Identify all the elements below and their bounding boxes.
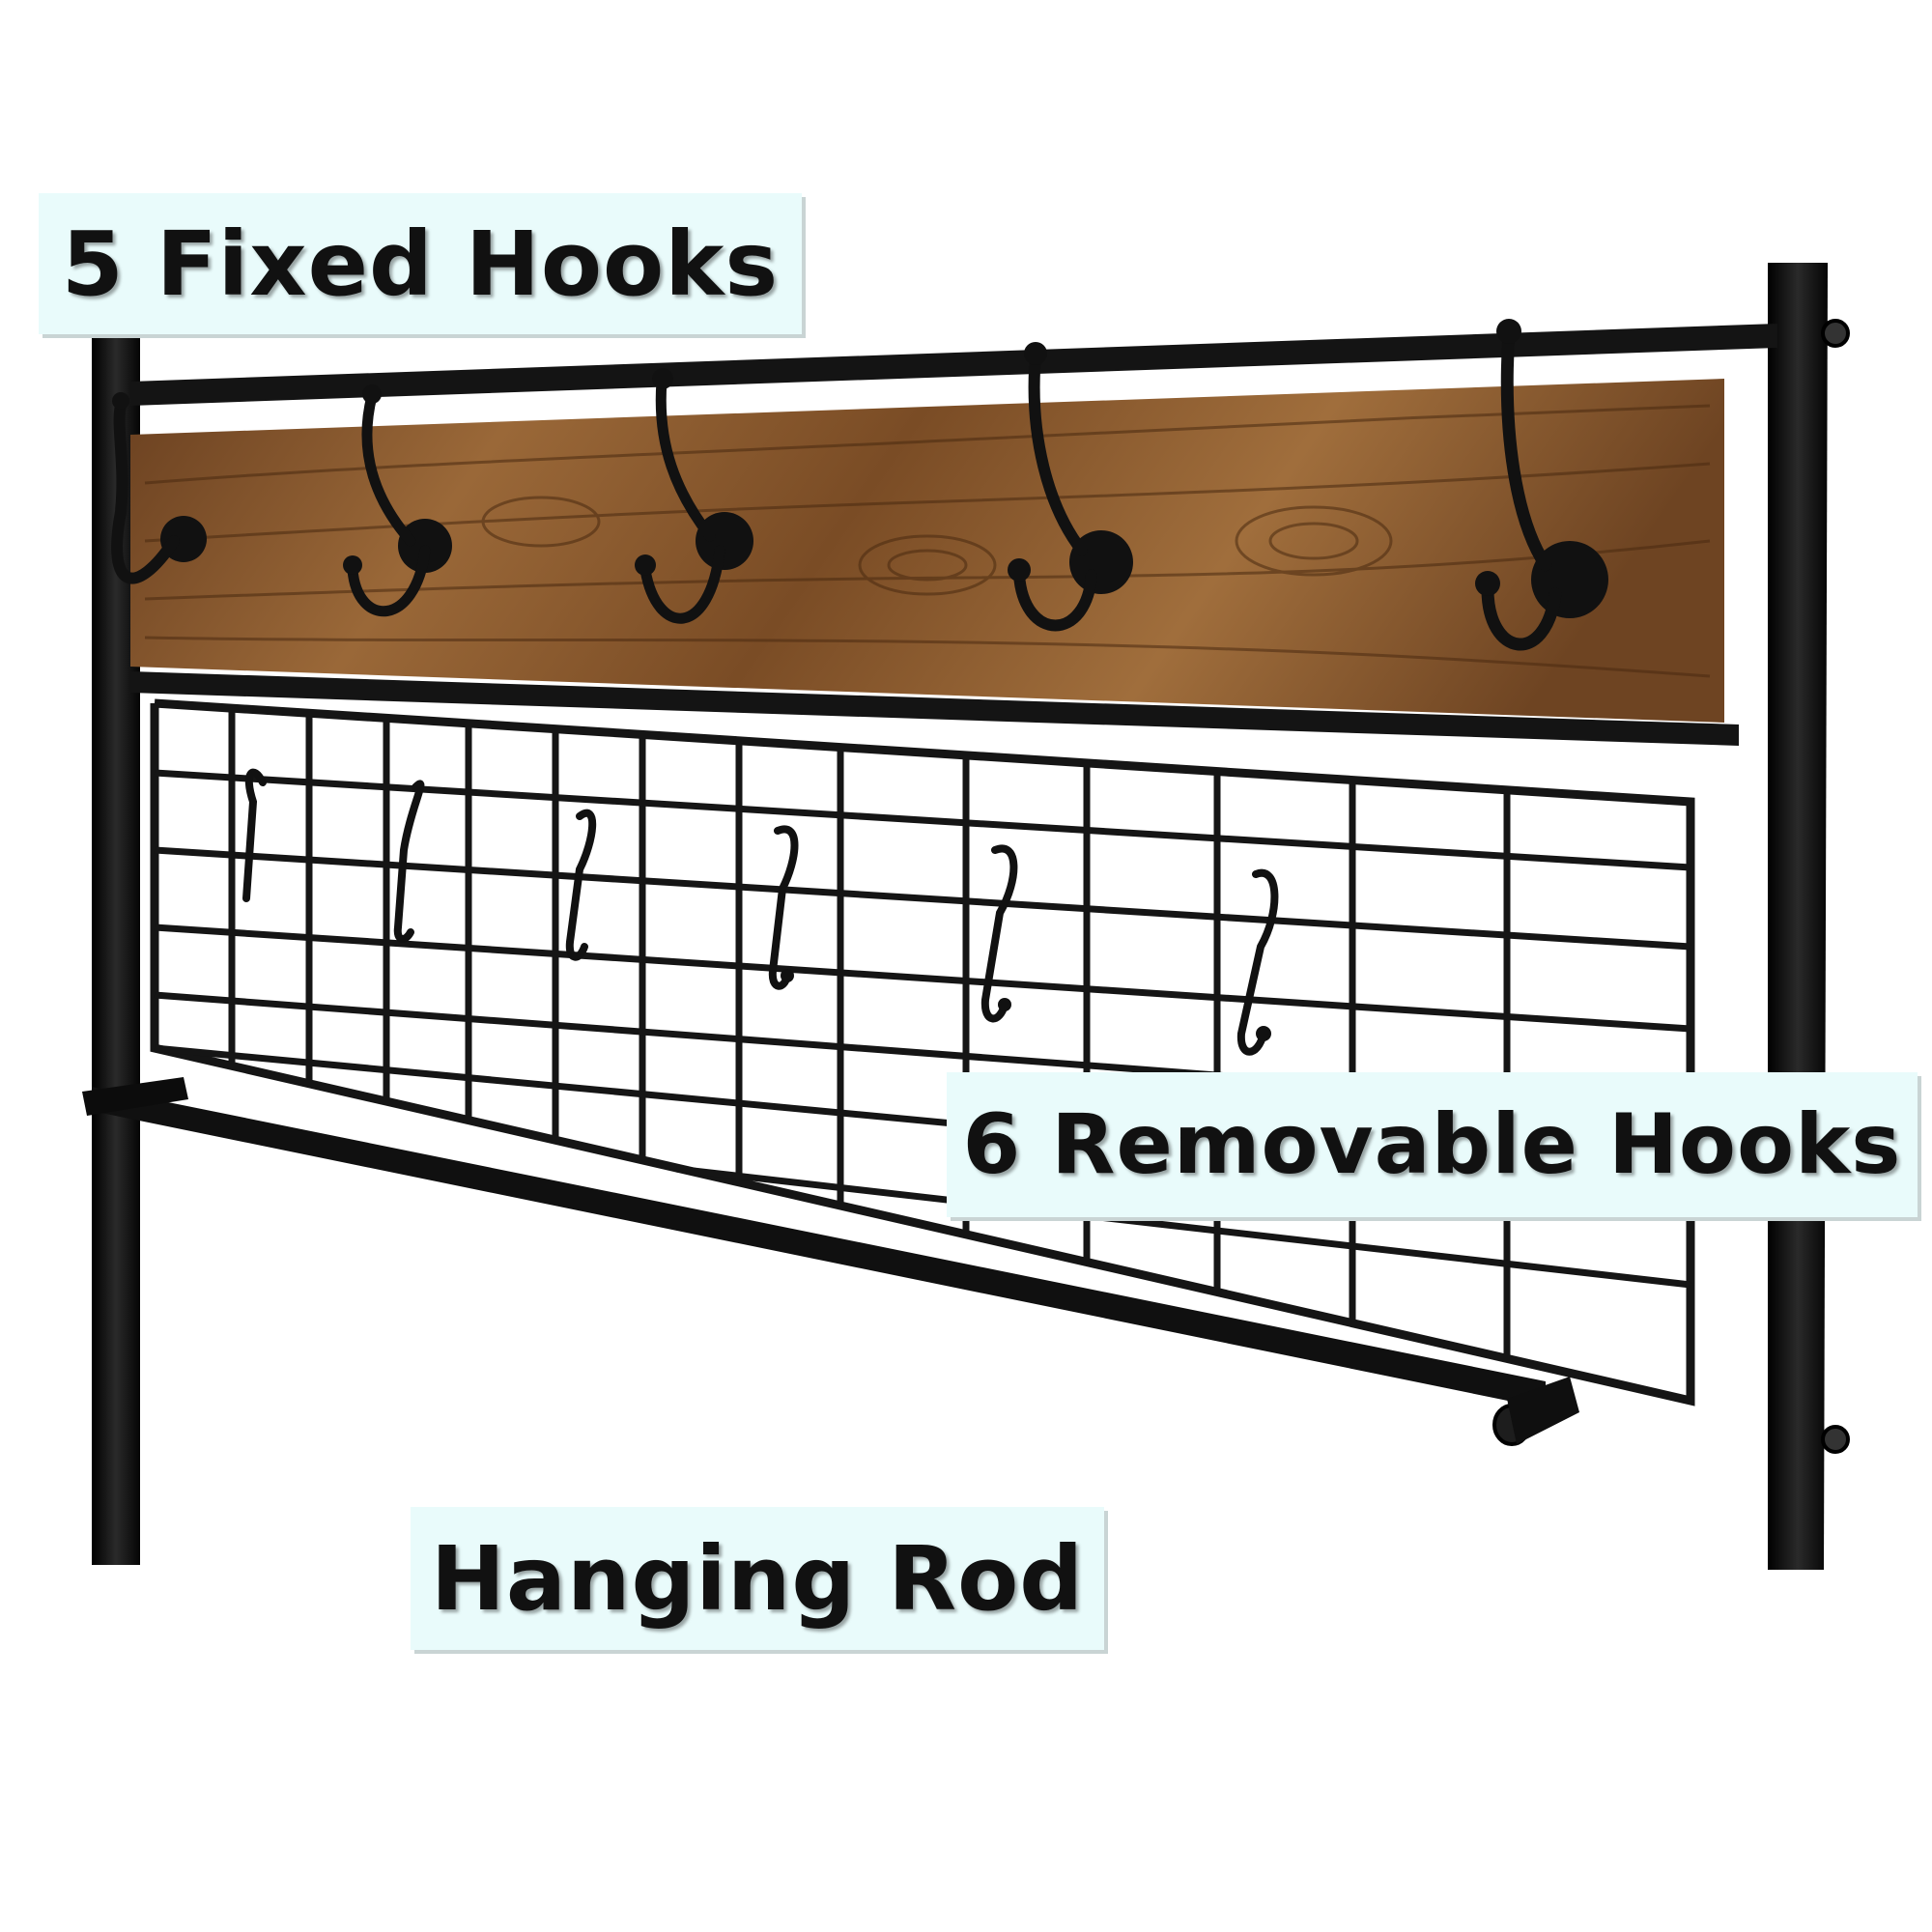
wire-grid <box>150 698 1695 1406</box>
top-frame-bar <box>130 324 1777 406</box>
removable-hook-3 <box>565 810 597 961</box>
callout-hanging-rod: Hanging Rod <box>411 1507 1104 1650</box>
right-post <box>1768 263 1828 1570</box>
fixed-hooks <box>111 319 1608 651</box>
right-post-screw-bottom <box>1821 1425 1850 1454</box>
removable-hook-6 <box>1236 868 1279 1056</box>
fixed-hook-2 <box>343 384 452 617</box>
removable-hook-2 <box>393 780 425 943</box>
wood-grain <box>144 404 1711 678</box>
grid-border <box>150 698 1695 1406</box>
callout-removable-hooks: 6 Removable Hooks <box>947 1072 1918 1217</box>
removable-hook-5 <box>980 844 1018 1023</box>
fixed-hook-1 <box>111 392 207 584</box>
hanging-rod <box>82 1077 1579 1446</box>
right-post-screw-top <box>1821 319 1850 348</box>
callout-fixed-hooks: 5 Fixed Hooks <box>39 193 802 334</box>
fixed-hook-5 <box>1475 319 1608 651</box>
removable-hooks <box>242 768 1279 1056</box>
fixed-hook-4 <box>1008 342 1133 632</box>
fixed-hook-3 <box>635 368 753 624</box>
mid-frame-bar <box>130 671 1739 746</box>
removable-hook-1 <box>242 768 267 902</box>
removable-hook-4 <box>768 825 799 990</box>
